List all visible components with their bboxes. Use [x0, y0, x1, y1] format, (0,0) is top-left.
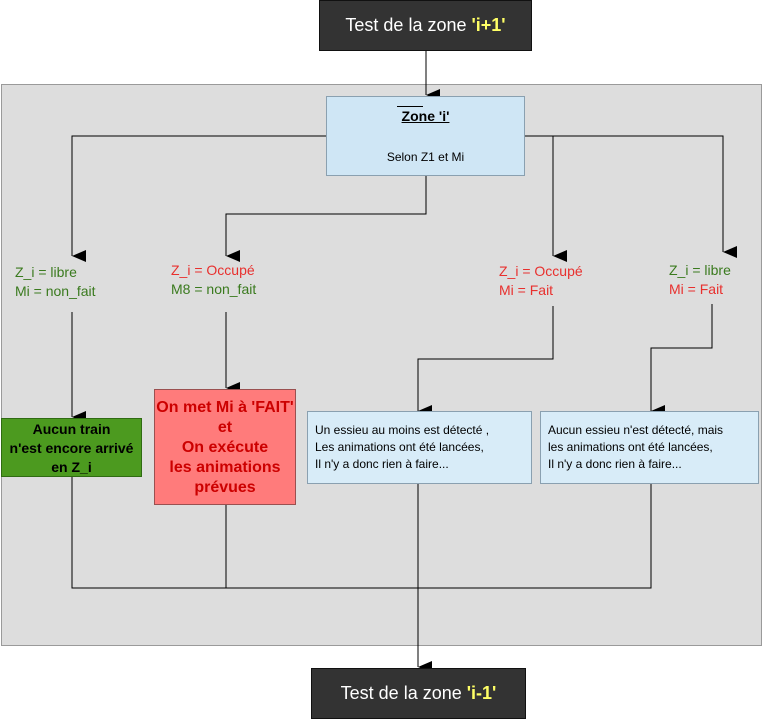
bottom-test-zone-id: 'i-1': [466, 683, 497, 703]
zone-subtitle: Selon Z1 et Mi: [386, 150, 465, 164]
branch-1-line-1: Z_i = libre: [15, 264, 77, 280]
info-box-axle-detected: Un essieu au moins est détecté , Les ani…: [307, 411, 532, 484]
arrow-zone-to-branch-3: [525, 135, 567, 262]
info-2-line-2: les animations ont été lancées,: [548, 440, 713, 454]
branch-3-line-2: Mi = Fait: [499, 282, 554, 298]
branch-condition-3: Z_i = Occupé Mi = Fait: [499, 262, 583, 300]
zone-panel: [1, 84, 762, 646]
info-2-line-3: Il n'y a donc rien à faire...: [548, 457, 682, 471]
branch-3-line-1: Z_i = Occupé: [499, 263, 583, 279]
red-action-line-1: On met Mi à 'FAIT': [156, 399, 294, 416]
green-action-line-3: en Z_i: [51, 459, 92, 475]
merge-line: [71, 477, 652, 589]
arrow-zone-to-branch-2: [225, 176, 427, 262]
branch-4-line-2: Mi = Fait: [669, 281, 724, 297]
arrow-zone-to-branch-1: [71, 135, 326, 262]
top-test-box: Test de la zone 'i+1': [319, 0, 532, 51]
zone-box: Zone 'i' Selon Z1 et Mi: [326, 96, 525, 176]
execute-animations-action-box: On met Mi à 'FAIT' et On exécute les ani…: [154, 389, 296, 505]
info-2-line-1: Aucun essieu n'est détecté, mais: [548, 423, 724, 437]
arrow-branch-3-to-info-1: [417, 306, 554, 417]
info-box-no-axle-detected: Aucun essieu n'est détecté, mais les ani…: [540, 411, 759, 484]
green-action-line-1: Aucun train: [32, 421, 111, 437]
red-action-line-2: et: [217, 419, 233, 436]
branch-2-line-2: M8 = non_fait: [171, 281, 257, 297]
red-action-line-3: On exécute: [181, 439, 269, 456]
top-test-prefix: Test de la zone: [345, 15, 472, 35]
arrow-branch-4-to-info-2: [650, 304, 713, 417]
bottom-test-prefix: Test de la zone: [340, 683, 467, 703]
bottom-test-box: Test de la zone 'i-1': [311, 668, 526, 719]
branch-condition-4: Z_i = libre Mi = Fait: [669, 261, 731, 299]
top-test-zone-id: 'i+1': [471, 15, 506, 35]
branch-1-line-2: Mi = non_fait: [15, 283, 96, 299]
zone-title-overline: [397, 106, 423, 107]
no-train-action-box: Aucun train n'est encore arrivé en Z_i: [1, 418, 142, 477]
branch-4-line-1: Z_i = libre: [669, 262, 731, 278]
branch-condition-2: Z_i = Occupé M8 = non_fait: [171, 261, 256, 299]
info-1-line-2: Les animations ont été lancées,: [315, 440, 484, 454]
info-1-line-1: Un essieu au moins est détecté ,: [315, 423, 490, 437]
branch-2-line-1: Z_i = Occupé: [171, 262, 255, 278]
red-action-line-4: les animations: [169, 459, 281, 476]
red-action-line-5: prévues: [194, 479, 256, 496]
green-action-line-2: n'est encore arrivé: [9, 440, 134, 456]
arrow-zone-to-branch-4: [525, 135, 737, 258]
info-1-line-3: Il n'y a donc rien à faire...: [315, 457, 449, 471]
zone-title: Zone 'i': [401, 108, 450, 124]
branch-condition-1: Z_i = libre Mi = non_fait: [15, 263, 96, 301]
